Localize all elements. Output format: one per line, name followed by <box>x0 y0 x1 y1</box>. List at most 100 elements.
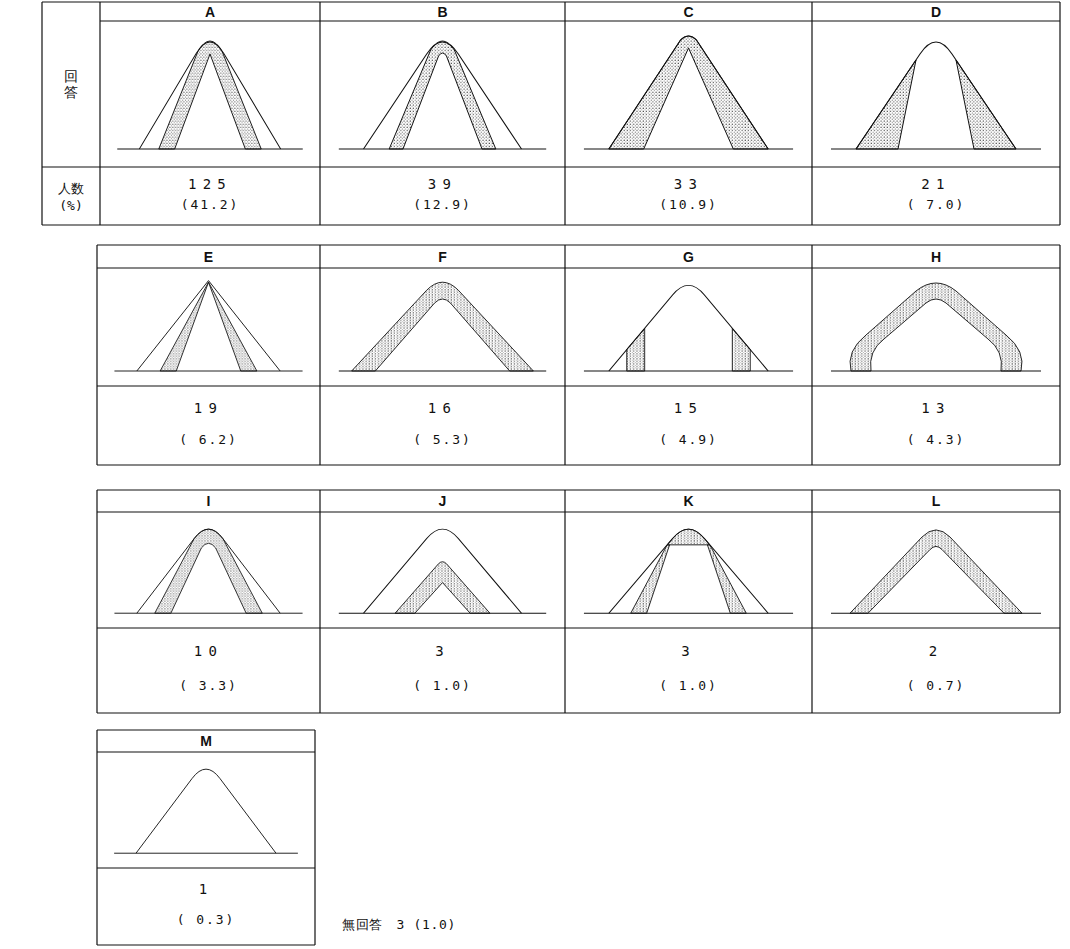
table-rule <box>97 511 1060 512</box>
table-rule <box>1059 245 1060 465</box>
table-rule <box>97 244 1060 245</box>
answer-count: 39 <box>428 176 457 192</box>
answer-percent: ( 5.3) <box>413 432 472 447</box>
mountain-outline <box>139 42 280 149</box>
mountain-outline <box>609 529 768 613</box>
answer-letter: A <box>205 4 215 20</box>
answer-percent: (41.2) <box>181 197 240 212</box>
dotted-band <box>389 41 496 149</box>
table-rule <box>319 490 320 713</box>
table-rule <box>100 20 1060 21</box>
table-rule <box>96 490 97 713</box>
answer-count: 1 <box>199 881 214 897</box>
table-rule <box>97 751 315 752</box>
ground-line <box>114 371 302 372</box>
table-rule <box>97 627 1060 628</box>
answer-percent: ( 7.0) <box>907 197 966 212</box>
answer-letter: E <box>204 249 213 265</box>
answer-percent: ( 1.0) <box>413 678 472 693</box>
ground-line <box>114 613 302 614</box>
mountain-figure <box>324 271 561 383</box>
dotted-band <box>160 282 208 371</box>
mountain-figure <box>101 271 316 383</box>
answer-count: 10 <box>194 643 223 659</box>
dotted-band <box>352 282 534 371</box>
dotted-band <box>631 545 670 613</box>
answer-percent: ( 4.9) <box>659 432 718 447</box>
no-answer-note: 無回答 3 (1.0) <box>342 916 456 934</box>
table-rule <box>564 490 565 713</box>
ground-line <box>339 148 546 149</box>
ground-line <box>584 371 793 372</box>
dotted-band <box>850 283 1022 371</box>
answer-count: 19 <box>194 400 223 416</box>
answer-count: 33 <box>674 176 703 192</box>
dotted-band <box>850 530 1022 613</box>
mountain-figure <box>816 24 1056 164</box>
table-rule <box>319 2 320 225</box>
mountain-figure <box>569 24 808 164</box>
table-rule <box>97 729 315 730</box>
dotted-band <box>707 545 746 613</box>
table-rule <box>97 867 315 868</box>
dotted-band <box>609 36 768 149</box>
table-rule <box>564 2 565 225</box>
table-rule <box>97 464 1060 465</box>
mountain-figure <box>101 515 316 625</box>
dotted-band <box>627 329 645 371</box>
header-label: 人数 (%) <box>51 180 91 213</box>
answer-letter: H <box>931 249 941 265</box>
ground-line <box>339 371 546 372</box>
answer-count: 21 <box>921 176 950 192</box>
mountain-outline <box>364 529 522 613</box>
table-rule <box>97 712 1060 713</box>
table-rule <box>811 2 812 225</box>
answer-count: 125 <box>188 176 232 192</box>
dotted-band <box>732 329 750 371</box>
mountain-outline <box>609 285 768 371</box>
table-rule <box>42 166 1060 167</box>
table-rule <box>97 489 1060 490</box>
table-rule <box>99 2 100 225</box>
table-rule <box>811 245 812 465</box>
table-rule <box>42 1 1060 2</box>
mountain-outline <box>856 42 1016 149</box>
ground-line <box>114 853 298 854</box>
dotted-band <box>395 562 490 613</box>
answer-percent: (12.9) <box>413 197 472 212</box>
answer-percent: ( 3.3) <box>179 678 238 693</box>
table-rule <box>97 385 1060 386</box>
ground-line <box>831 371 1041 372</box>
dotted-band <box>155 529 263 613</box>
header-label: 回答 <box>64 69 78 100</box>
mountain-figure <box>816 271 1056 383</box>
answer-percent: (10.9) <box>659 197 718 212</box>
answer-letter: K <box>683 493 693 509</box>
table-rule <box>564 245 565 465</box>
mountain-figure <box>104 24 316 164</box>
answer-letter: F <box>438 249 447 265</box>
answer-count: 2 <box>929 643 944 659</box>
answer-percent: ( 0.3) <box>177 912 236 927</box>
answer-count: 15 <box>674 400 703 416</box>
answer-percent: ( 4.3) <box>907 432 966 447</box>
table-rule <box>96 245 97 465</box>
table-rule <box>42 224 1060 225</box>
mountain-figure <box>101 755 311 865</box>
mountain-figure <box>816 515 1056 625</box>
answer-letter: J <box>439 493 447 509</box>
ground-line <box>831 613 1041 614</box>
answer-count: 3 <box>435 643 450 659</box>
mountain-figure <box>324 24 561 164</box>
answer-percent: ( 6.2) <box>179 432 238 447</box>
answer-count: 3 <box>681 643 696 659</box>
dotted-band <box>209 282 257 371</box>
ground-line <box>831 148 1041 149</box>
answer-count: 16 <box>428 400 457 416</box>
mountain-outline <box>609 36 768 149</box>
table-rule <box>811 490 812 713</box>
answer-letter: L <box>932 493 941 509</box>
mountain-figure <box>569 271 808 383</box>
ground-line <box>339 613 546 614</box>
answer-count: 13 <box>921 400 950 416</box>
